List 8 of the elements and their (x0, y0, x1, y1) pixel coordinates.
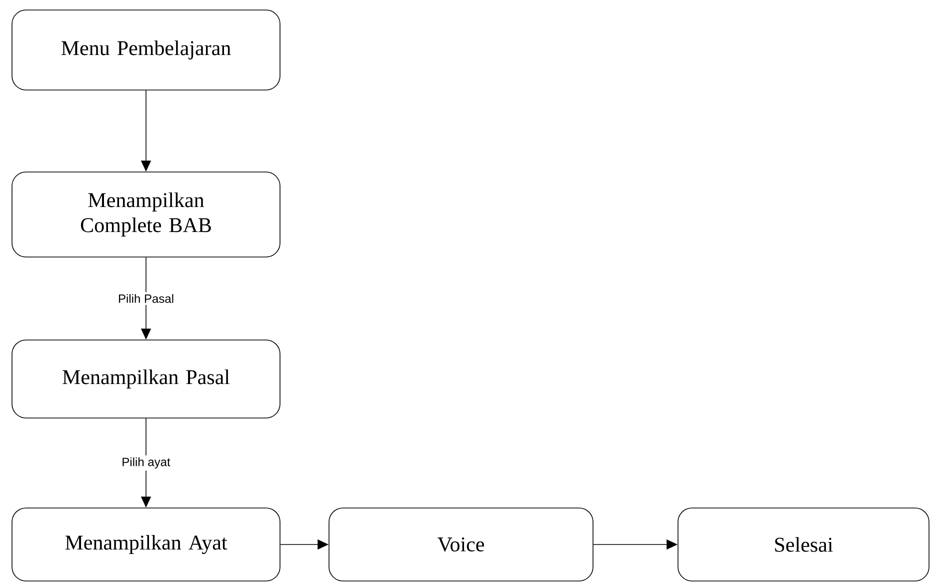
edge-label: Pilih ayat (120, 455, 172, 471)
process-box: Voice (328, 508, 594, 582)
process-box: Menampilkan Complete BAB (12, 172, 280, 258)
process-box: Menu Pembelajaran (12, 10, 280, 90)
edge-label: Pilih Pasal (116, 292, 176, 305)
process-box: Selesai (678, 508, 930, 582)
process-box: Menampilkan Ayat (12, 508, 280, 582)
process-box: Menampilkan Pasal (12, 340, 280, 418)
